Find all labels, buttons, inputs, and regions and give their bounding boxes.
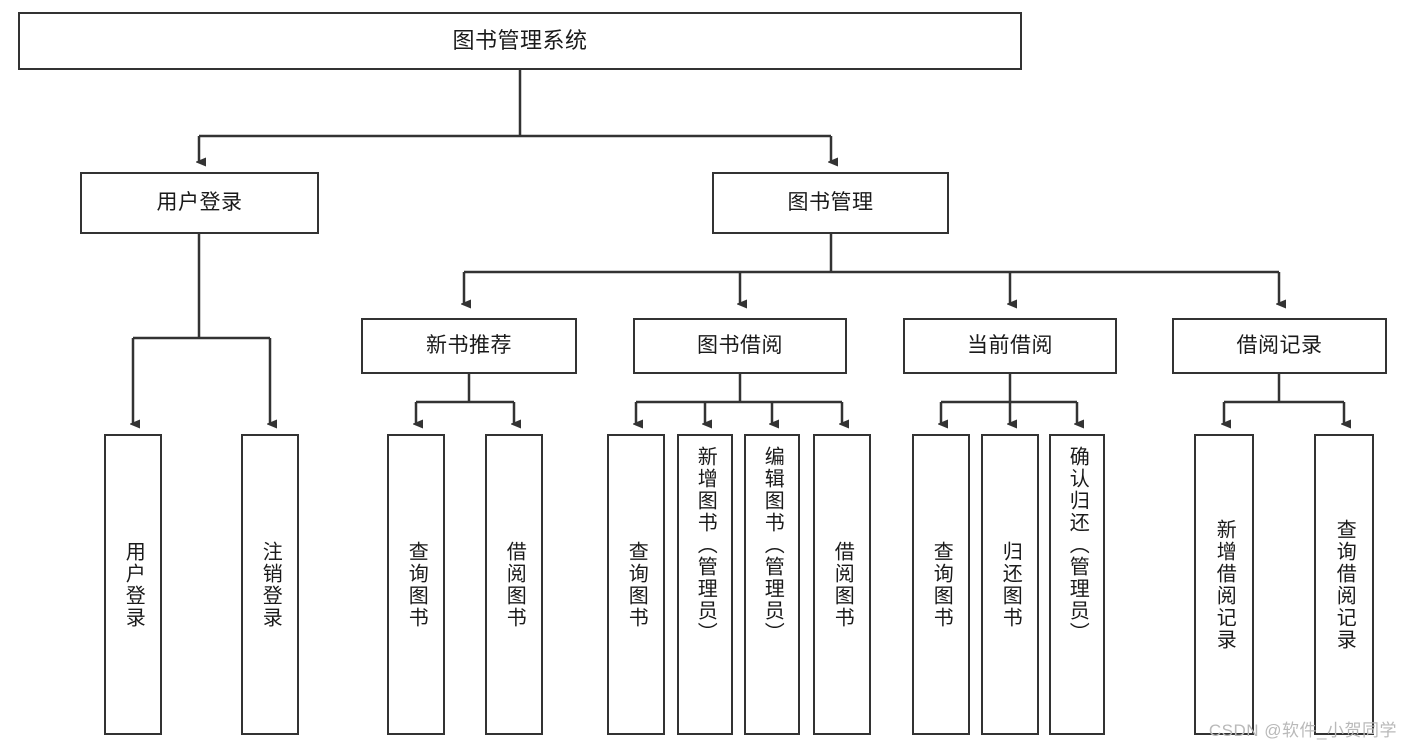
- node-borrow-records[interactable]: 借阅记录: [1172, 318, 1387, 374]
- csdn-watermark: CSDN @软件_小贺同学: [1208, 721, 1397, 740]
- node-label: 借阅图书: [503, 540, 526, 629]
- node-leaf-query-borrow-record[interactable]: 查询借阅记录: [1314, 434, 1374, 735]
- node-label: 图书管理系统: [452, 28, 588, 54]
- node-label: 编辑图书（管理员）: [761, 446, 784, 644]
- node-label: 新增借阅记录: [1213, 518, 1236, 651]
- node-user-login[interactable]: 用户登录: [80, 172, 319, 234]
- node-label: 确认归还（管理员）: [1066, 446, 1089, 644]
- node-label: 查询图书: [930, 540, 953, 629]
- node-label: 用户登录: [122, 540, 145, 629]
- node-book-borrowing[interactable]: 图书借阅: [633, 318, 847, 374]
- node-leaf-query-book-1[interactable]: 查询图书: [387, 434, 445, 735]
- node-leaf-return-book[interactable]: 归还图书: [981, 434, 1039, 735]
- node-label: 借阅图书: [831, 540, 854, 629]
- node-leaf-query-book-2[interactable]: 查询图书: [607, 434, 665, 735]
- node-label: 注销登录: [259, 540, 282, 629]
- node-leaf-user-login[interactable]: 用户登录: [104, 434, 162, 735]
- node-label: 用户登录: [156, 190, 243, 214]
- node-label: 图书借阅: [697, 333, 783, 357]
- node-label: 查询图书: [405, 540, 428, 629]
- node-leaf-query-book-3[interactable]: 查询图书: [912, 434, 970, 735]
- node-label: 新书推荐: [426, 333, 512, 357]
- node-new-book-recommendation[interactable]: 新书推荐: [361, 318, 577, 374]
- node-leaf-borrow-book-2[interactable]: 借阅图书: [813, 434, 871, 735]
- node-leaf-add-book-admin[interactable]: 新增图书（管理员）: [677, 434, 733, 735]
- node-leaf-confirm-return-admin[interactable]: 确认归还（管理员）: [1049, 434, 1105, 735]
- node-label: 当前借阅: [967, 333, 1053, 357]
- node-book-management[interactable]: 图书管理: [712, 172, 949, 234]
- node-current-borrowing[interactable]: 当前借阅: [903, 318, 1117, 374]
- node-label: 图书管理: [787, 190, 874, 214]
- node-label: 查询图书: [625, 540, 648, 629]
- node-label: 新增图书（管理员）: [694, 446, 717, 644]
- node-leaf-borrow-book-1[interactable]: 借阅图书: [485, 434, 543, 735]
- node-leaf-edit-book-admin[interactable]: 编辑图书（管理员）: [744, 434, 800, 735]
- node-leaf-logout[interactable]: 注销登录: [241, 434, 299, 735]
- node-label: 归还图书: [999, 540, 1022, 629]
- node-label: 借阅记录: [1236, 333, 1323, 357]
- node-label: 查询借阅记录: [1333, 518, 1356, 651]
- node-root-book-management-system[interactable]: 图书管理系统: [18, 12, 1022, 70]
- node-leaf-add-borrow-record[interactable]: 新增借阅记录: [1194, 434, 1254, 735]
